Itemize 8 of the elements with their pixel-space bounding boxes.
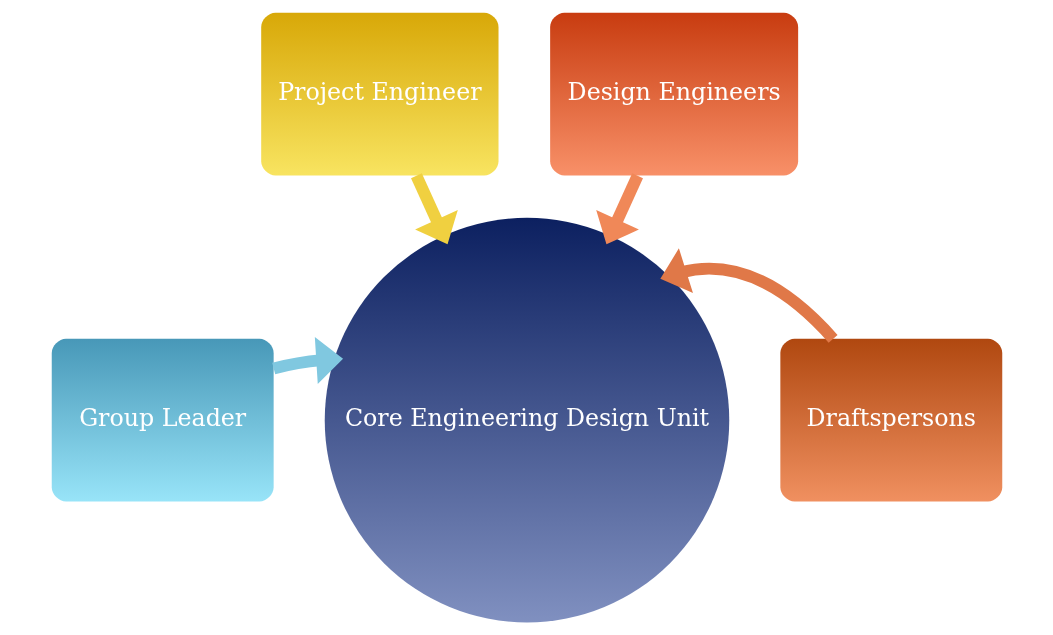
node-circle: Core Engineering Design Unit — [324, 217, 729, 623]
node-box: Group Leader — [51, 338, 274, 502]
arrow — [595, 173, 643, 245]
node-box: Design Engineers — [549, 12, 798, 176]
arrow — [410, 173, 458, 245]
node-box: Project Engineer — [260, 12, 498, 176]
arrow — [659, 248, 837, 343]
node-box: Draftspersons — [779, 338, 1002, 502]
